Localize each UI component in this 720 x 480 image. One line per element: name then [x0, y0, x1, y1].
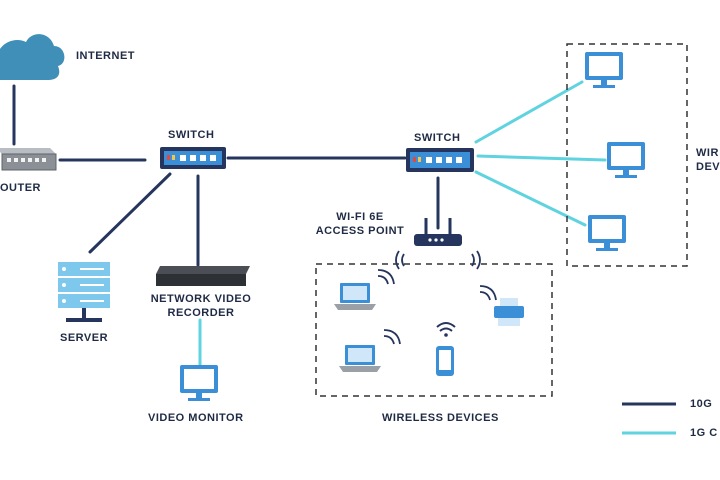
internet-label: INTERNET — [76, 50, 135, 62]
switch-icon — [160, 147, 226, 169]
router-icon — [0, 148, 57, 171]
wired-devices-label-line1: WIR — [696, 147, 719, 159]
video-monitor-label: VIDEO MONITOR — [148, 412, 244, 424]
nvr-label-line2: RECORDER — [167, 307, 235, 319]
switch-icon — [406, 148, 474, 172]
wireless-devices-group — [315, 263, 553, 397]
link-switch-right-wired-2 — [476, 154, 607, 162]
link-switch-right-wired-1 — [474, 80, 584, 144]
nvr-icon — [156, 266, 250, 286]
access-point-icon — [395, 218, 481, 270]
monitor-icon — [585, 52, 623, 88]
monitor-icon — [588, 215, 626, 251]
legend-label-1g: 1G C — [690, 427, 718, 439]
access-point-label-line1: WI-FI 6E — [336, 211, 384, 223]
wired-devices-label-line2: DEV — [696, 161, 720, 173]
wired-devices-group — [566, 43, 688, 267]
link-switch-left-server — [88, 172, 172, 254]
links-10g — [12, 84, 440, 267]
wifi-icon — [479, 285, 497, 301]
link-switch-right-wired-3 — [474, 170, 587, 227]
nvr-label: NETWORK VIDEO RECORDER — [140, 292, 262, 320]
printer-icon — [494, 298, 524, 326]
laptop-icon — [334, 283, 376, 310]
access-point-label: WI-FI 6E ACCESS POINT — [304, 210, 416, 238]
phone-icon — [436, 346, 454, 376]
wired-devices-label: WIR DEV — [696, 146, 720, 174]
laptop-icon — [339, 345, 381, 372]
nvr-label-line1: NETWORK VIDEO — [150, 293, 252, 305]
router-label: OUTER — [0, 182, 41, 194]
switch-left-label: SWITCH — [168, 129, 215, 141]
server-icon — [58, 262, 110, 322]
cloud-icon — [0, 34, 65, 80]
access-point-label-line2: ACCESS POINT — [315, 225, 405, 237]
monitor-icon — [607, 142, 645, 178]
wireless-devices-label: WIRELESS DEVICES — [382, 412, 499, 424]
monitor-icon — [180, 365, 218, 401]
server-label: SERVER — [60, 332, 109, 344]
wifi-icon — [377, 269, 395, 285]
wifi-icon — [436, 322, 456, 337]
wifi-icon — [383, 329, 401, 345]
switch-right-label: SWITCH — [414, 132, 461, 144]
legend-label-10g: 10G — [690, 398, 713, 410]
